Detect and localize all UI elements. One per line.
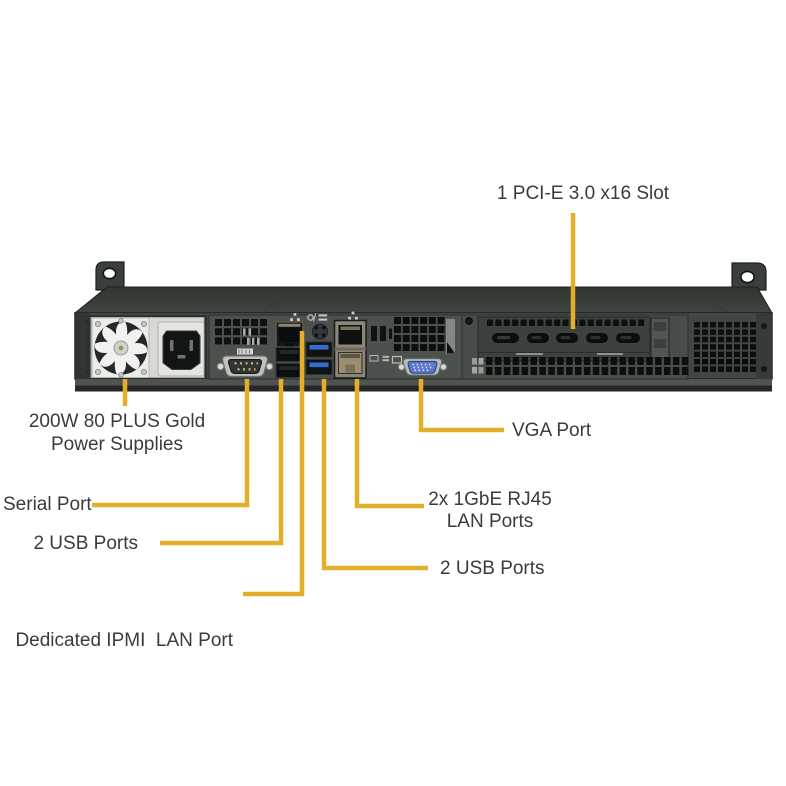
label-serial-port-text: Serial Port xyxy=(3,494,92,515)
mounting-ear-right xyxy=(731,262,767,291)
screw xyxy=(465,317,473,325)
label-usb-front: 2 USB Ports xyxy=(0,532,138,555)
serial-sticker xyxy=(237,348,253,355)
bottom-vent-rows xyxy=(486,357,689,375)
usb3-ports xyxy=(304,340,334,377)
chassis-bottom-edge xyxy=(75,379,772,392)
label-usb-front-text: 2 USB Ports xyxy=(33,533,138,554)
label-power-supply-line1: 200W 80 PLUS Gold xyxy=(28,411,206,432)
callout-line-usb-front xyxy=(160,379,284,546)
serial-port xyxy=(216,355,274,378)
vga-nut xyxy=(398,363,405,371)
serial-nut xyxy=(265,362,274,371)
vent-strip xyxy=(446,319,455,354)
callout-line-serial xyxy=(92,379,250,508)
bracket-marking xyxy=(597,353,623,355)
callout-line-vga xyxy=(418,379,504,433)
vga-nut xyxy=(440,363,447,371)
psu-fan xyxy=(91,317,150,378)
label-lan-ports: 2x 1GbE RJ45 LAN Ports xyxy=(420,489,560,533)
lan-icon xyxy=(290,313,300,321)
label-ipmi-lan-text: Dedicated IPMI LAN Port xyxy=(15,630,233,651)
vent-grid-mid xyxy=(394,317,445,351)
serial-nut xyxy=(216,362,225,371)
callout-line-ipmi xyxy=(243,331,305,597)
ear-hole-right xyxy=(740,270,755,284)
label-lan-ports-line2: LAN Ports xyxy=(446,511,534,532)
pcie-vent-row xyxy=(487,319,645,326)
vga-port xyxy=(398,357,447,376)
label-pcie-slot-text: 1 PCI-E 3.0 x16 Slot xyxy=(496,183,670,204)
screw xyxy=(761,323,767,329)
pcie-slot-openings xyxy=(492,333,640,343)
vent-grid-left-slots xyxy=(243,328,260,345)
honeycomb-vent xyxy=(694,322,756,372)
label-usb-rear: 2 USB Ports xyxy=(440,557,545,580)
label-ipmi-lan: Dedicated IPMI LAN Port xyxy=(0,583,233,675)
label-vga-port: VGA Port xyxy=(512,419,591,442)
label-usb-rear-text: 2 USB Ports xyxy=(440,558,545,579)
chassis-top xyxy=(73,286,773,314)
callout-line-usb-rear xyxy=(321,379,428,571)
pcie-bracket-latch xyxy=(650,317,670,359)
mounting-ear-left xyxy=(95,261,125,291)
ac-power-inlet xyxy=(157,321,205,377)
screw xyxy=(761,366,767,372)
label-pcie-slot: 1 PCI-E 3.0 x16 Slot xyxy=(478,182,688,205)
dual-lan-ports xyxy=(333,319,367,379)
lan-icon xyxy=(348,311,358,320)
label-lan-ports-line1: 2x 1GbE RJ45 xyxy=(428,489,552,510)
hdd-power-icons xyxy=(369,355,389,362)
fan-screws xyxy=(95,318,147,378)
uid-icon xyxy=(307,313,328,322)
usb2-ports xyxy=(275,346,303,379)
label-power-supply-line2: Power Supplies xyxy=(50,434,184,455)
ear-hole-left xyxy=(102,267,117,280)
callout-line-lan xyxy=(354,379,424,509)
buzzer xyxy=(312,323,328,340)
callout-lines xyxy=(92,213,576,597)
label-power-supply: 200W 80 PLUS Gold Power Supplies xyxy=(17,410,217,456)
bracket-marking xyxy=(516,353,543,355)
monitor-icon xyxy=(391,355,403,364)
bottom-vent-legend xyxy=(472,358,484,374)
lid-seam xyxy=(262,295,727,313)
label-serial-port: Serial Port xyxy=(3,493,92,516)
power-supply xyxy=(87,315,207,378)
punch-out-slots xyxy=(371,326,392,341)
ipmi-lan-port xyxy=(275,321,304,348)
label-vga-port-text: VGA Port xyxy=(512,420,592,441)
